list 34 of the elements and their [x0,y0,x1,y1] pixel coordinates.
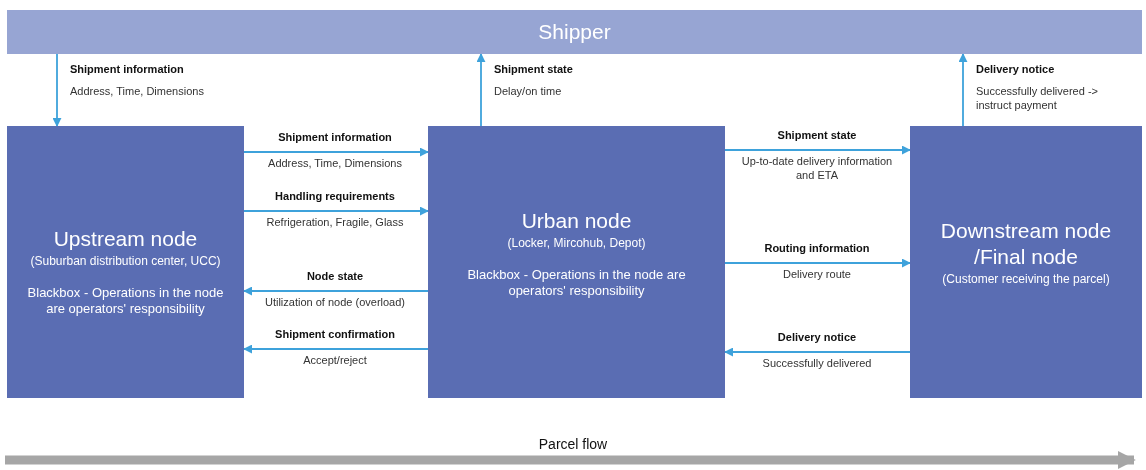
edge-label: Delivery notice Successfully delivered -> instruct payment [976,62,1099,112]
edge-label: Shipment confirmation Accept/reject [274,327,396,367]
arrow [724,258,911,268]
edge-label: Delivery notice Successfully delivered [761,330,873,370]
node-box [428,126,725,398]
node-description: Blackbox - Operations in the node are operators' responsibility [26,285,225,317]
arrow [476,53,486,127]
band-title: Shipper [537,19,612,45]
header-band [7,10,1142,54]
edge-label: Handling requirements Refrigeration, Fragile, Glass [265,189,405,229]
arrow [243,206,429,216]
node-description: Blackbox - Operations in the node are operators' responsibility [466,267,687,299]
arrow [243,147,429,157]
node-title: Downstream node /Final node [939,218,1113,270]
edge-label: Shipment information Address, Time, Dimensions [70,62,205,98]
arrow [958,53,968,127]
node-subtitle: (Suburban distribution center, UCC) [29,254,222,269]
edge-label: Shipment state Up-to-date delivery information and ETA [740,128,894,182]
edge-label: Node state Utilization of node (overload) [264,269,406,309]
node-title: Urban node [520,208,633,234]
edge-label: Routing information Delivery route [763,241,871,281]
arrow [724,347,911,357]
arrow [724,145,911,155]
node-title: Upstream node [52,226,199,252]
node-subtitle: (Locker, Mircohub, Depot) [506,236,647,251]
node-box [7,126,244,398]
node-subtitle: (Customer receiving the parcel) [941,272,1111,287]
node-box [910,126,1142,398]
arrow [243,344,429,354]
edge-label: Shipment information Address, Time, Dimensions [267,130,403,170]
flow-label: Parcel flow [537,436,609,452]
arrow [52,53,62,127]
edge-label: Shipment state Delay/on time [494,62,574,98]
arrow [243,286,429,296]
